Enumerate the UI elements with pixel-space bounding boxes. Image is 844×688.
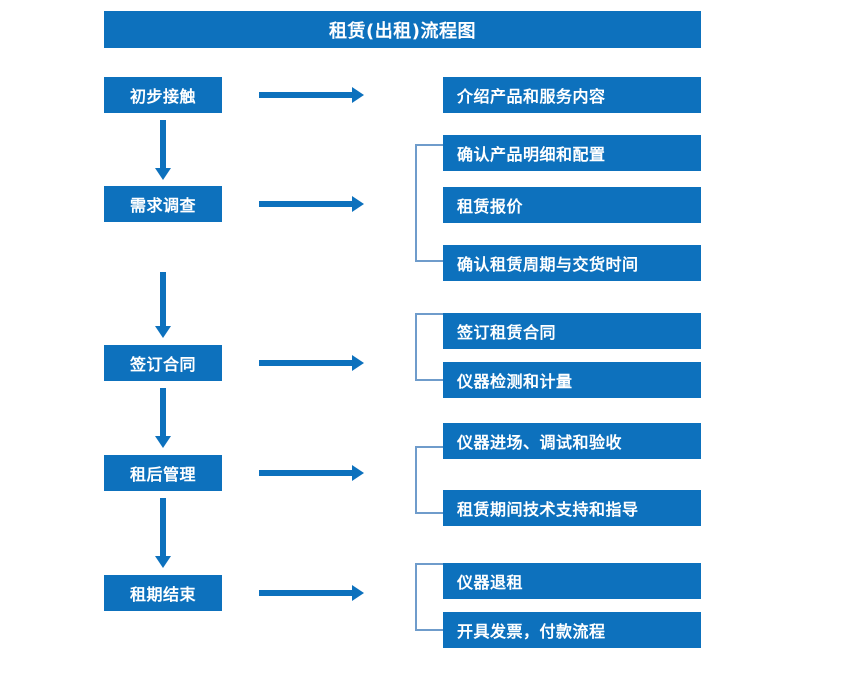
detail-node-introduce-products[interactable]: 介绍产品和服务内容 [443, 77, 701, 113]
group-bracket-rental-end [415, 563, 443, 631]
group-bracket-post-rental [415, 446, 443, 514]
flow-arrow-right-2 [259, 196, 364, 212]
detail-node-sign-rental-contract[interactable]: 签订租赁合同 [443, 313, 701, 349]
detail-node-rental-quote[interactable]: 租赁报价 [443, 187, 701, 223]
flow-arrow-down-2 [155, 272, 171, 338]
flow-arrow-down-1 [155, 120, 171, 180]
flow-arrow-right-5 [259, 585, 364, 601]
detail-node-instrument-inspection[interactable]: 仪器检测和计量 [443, 362, 701, 398]
stage-node-preliminary-contact[interactable]: 初步接触 [104, 77, 222, 113]
page-title: 租赁(出租)流程图 [104, 11, 701, 48]
group-bracket-sign-contract [415, 313, 443, 381]
detail-node-technical-support[interactable]: 租赁期间技术支持和指导 [443, 490, 701, 526]
stage-node-needs-survey[interactable]: 需求调查 [104, 186, 222, 222]
stage-node-rental-end[interactable]: 租期结束 [104, 575, 222, 611]
detail-node-instrument-entry-commissioning[interactable]: 仪器进场、调试和验收 [443, 423, 701, 459]
flow-arrow-right-1 [259, 87, 364, 103]
stage-node-sign-contract[interactable]: 签订合同 [104, 345, 222, 381]
detail-node-confirm-period-delivery[interactable]: 确认租赁周期与交货时间 [443, 245, 701, 281]
group-bracket-needs-survey [415, 144, 443, 262]
detail-node-invoice-payment[interactable]: 开具发票，付款流程 [443, 612, 701, 648]
flow-arrow-right-4 [259, 465, 364, 481]
flow-arrow-right-3 [259, 355, 364, 371]
flow-arrow-down-3 [155, 388, 171, 448]
detail-node-instrument-return[interactable]: 仪器退租 [443, 563, 701, 599]
stage-node-post-rental-management[interactable]: 租后管理 [104, 455, 222, 491]
detail-node-confirm-specs[interactable]: 确认产品明细和配置 [443, 135, 701, 171]
flow-arrow-down-4 [155, 498, 171, 568]
